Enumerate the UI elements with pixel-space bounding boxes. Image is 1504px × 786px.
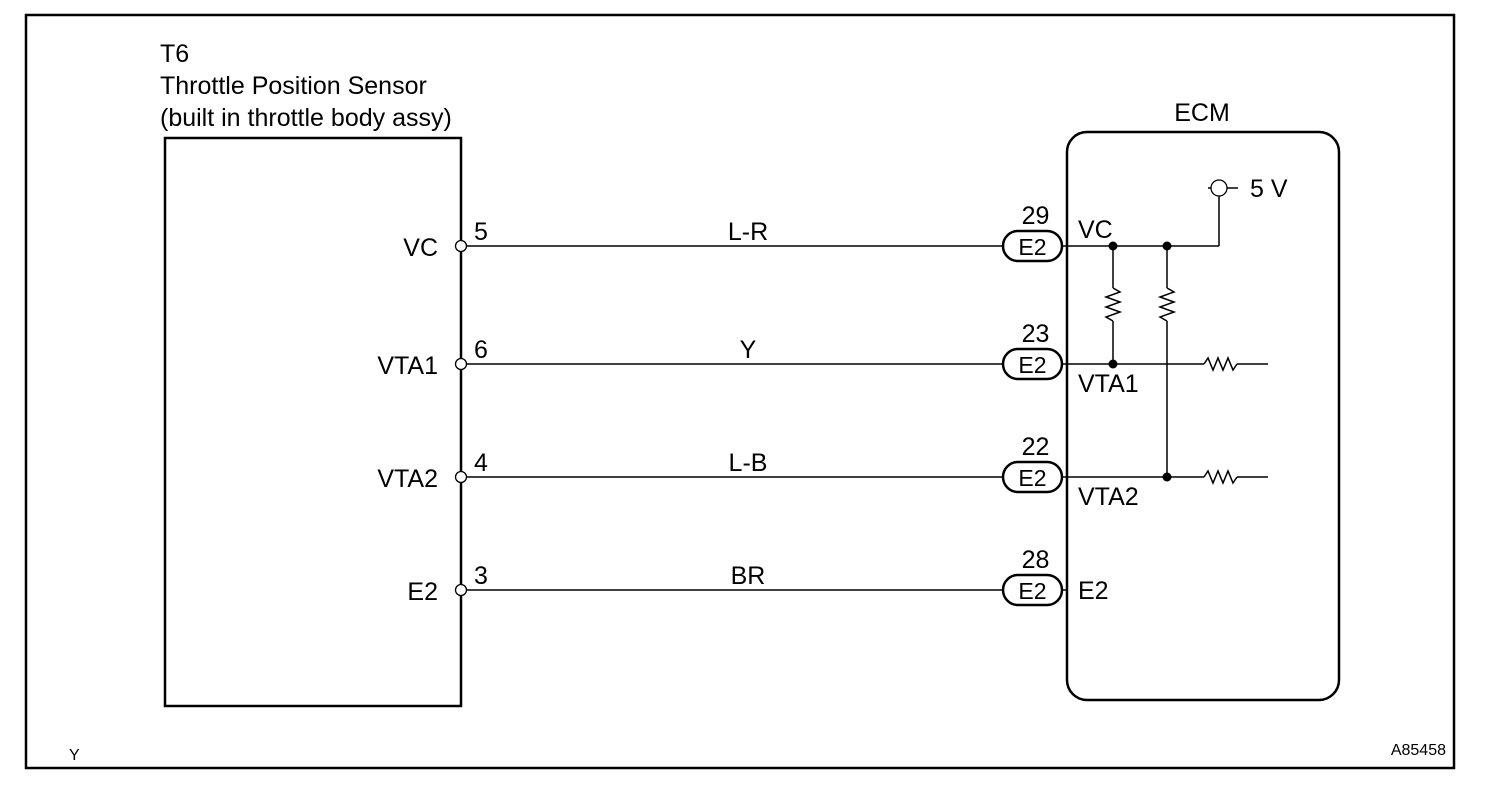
wire-color-label: L-R — [728, 218, 768, 246]
sensor-pin-terminal — [454, 239, 468, 253]
ecm-connector-code: E2 — [1018, 578, 1046, 604]
ecm-pin-number: 23 — [1022, 320, 1050, 348]
ecm-pin-number: 28 — [1022, 546, 1050, 574]
ecm-terminal-label: E2 — [1078, 577, 1109, 605]
sensor-code: T6 — [160, 40, 189, 68]
sensor-terminal-label: VC — [403, 234, 438, 262]
ecm-connector — [1001, 229, 1064, 263]
ecm-connector — [1001, 460, 1064, 494]
ecm-connector-code: E2 — [1018, 465, 1046, 491]
wire-color-label: BR — [731, 562, 766, 590]
sensor-pin-terminal — [454, 470, 468, 484]
sensor-terminal-label: E2 — [407, 578, 438, 606]
ecm-title: ECM — [1174, 99, 1230, 127]
sensor-pin-number: 6 — [474, 336, 488, 364]
supply-voltage-label: 5 V — [1250, 175, 1288, 203]
sensor-pin-number: 4 — [474, 449, 488, 477]
sensor-note: (built in throttle body assy) — [160, 104, 452, 132]
wire-color-label: Y — [740, 336, 757, 364]
sensor-name: Throttle Position Sensor — [160, 72, 427, 100]
ecm-terminal-label: VTA2 — [1078, 483, 1139, 511]
figure-id: A85458 — [1391, 742, 1446, 759]
vta2-series-resistor — [1203, 469, 1238, 485]
ecm-connector — [1001, 573, 1064, 607]
ecm-connector-code: E2 — [1018, 352, 1046, 378]
supply-terminal-symbol — [1210, 179, 1228, 197]
sensor-pin-terminal — [454, 357, 468, 371]
sensor-terminal-label: VTA1 — [377, 352, 438, 380]
ecm-pin-number: 29 — [1022, 202, 1050, 230]
wire-color-label: L-B — [729, 449, 768, 477]
ecm-pin-number: 22 — [1022, 433, 1050, 461]
pullup-resistor-vta2 — [1157, 287, 1177, 322]
vta1-series-resistor — [1203, 356, 1238, 372]
ecm-connector-code: E2 — [1018, 234, 1046, 260]
ecm-connector — [1001, 347, 1064, 381]
pullup-resistor-vta1 — [1103, 287, 1123, 322]
sensor-pin-number: 5 — [474, 218, 488, 246]
sensor-pin-number: 3 — [474, 562, 488, 590]
ecm-box — [1065, 130, 1341, 702]
ecm-terminal-label: VTA1 — [1078, 370, 1139, 398]
diagram-frame — [24, 13, 1456, 770]
sensor-pin-terminal — [454, 583, 468, 597]
sensor-terminal-label: VTA2 — [377, 465, 438, 493]
ecm-terminal-label: VC — [1078, 216, 1113, 244]
sensor-box — [163, 136, 463, 708]
footer-left-mark: Y — [69, 747, 80, 764]
